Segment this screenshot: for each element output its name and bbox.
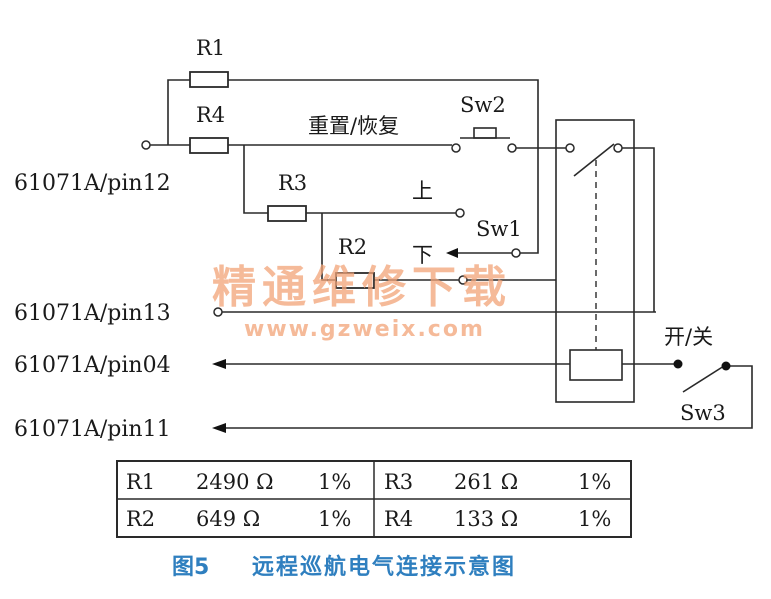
table-cell-value: 133 Ω <box>454 507 518 531</box>
nodes <box>141 140 731 371</box>
sw3-blade <box>682 365 725 393</box>
wire-pin11 <box>226 365 753 429</box>
relay-contact <box>573 143 615 177</box>
label-r2: R2 <box>338 235 367 259</box>
label-on-off: 开/关 <box>664 325 713 349</box>
wire-r1-left <box>167 79 190 145</box>
table-cell-tol: 1% <box>318 470 351 494</box>
node-sw3-left <box>673 359 683 369</box>
arrow-pin11 <box>212 423 226 433</box>
label-pin11: 61071A/pin11 <box>14 417 171 442</box>
label-r1: R1 <box>196 36 225 60</box>
table-cell-value: 261 Ω <box>454 470 518 494</box>
table-cell-tol: 1% <box>578 507 611 531</box>
table-cell-name: R2 <box>126 507 155 531</box>
node-down <box>458 275 468 285</box>
resistors <box>189 71 375 289</box>
label-pin13: 61071A/pin13 <box>14 301 171 326</box>
wire-r3-left <box>243 145 268 214</box>
node-sw1 <box>511 248 521 258</box>
table-cell-name: R4 <box>384 507 413 531</box>
label-sw2: Sw2 <box>460 93 506 117</box>
wire-r2-left <box>321 213 336 281</box>
watermark-title: 精通维修下载 <box>212 262 512 313</box>
node-relay-left <box>565 143 575 153</box>
relay-enclosure <box>555 119 635 403</box>
table-cell-tol: 1% <box>318 507 351 531</box>
label-r4: R4 <box>196 103 225 127</box>
wires <box>150 79 753 433</box>
node-pin13 <box>213 307 223 317</box>
wire-right-loop <box>622 147 655 312</box>
relay-coil <box>569 349 623 381</box>
watermark-url: www.gzweix.com <box>244 317 485 342</box>
label-reset-resume: 重置/恢复 <box>308 114 399 138</box>
labels: R1 R4 R3 R2 重置/恢复 Sw2 上 Sw1 下 开/关 Sw3 61… <box>14 36 726 442</box>
resistor-r2 <box>335 272 375 289</box>
node-relay-right <box>613 143 623 153</box>
caption-text: 远程巡航电气连接示意图 <box>252 554 516 580</box>
table-cell-tol: 1% <box>578 470 611 494</box>
table-cell-value: 2490 Ω <box>196 470 274 494</box>
node-sw3-right <box>721 361 731 371</box>
label-up: 上 <box>412 179 433 203</box>
caption-figure-number: 图5 <box>172 555 209 580</box>
resistor-table: R1 2490 Ω 1% R3 261 Ω 1% R2 649 Ω 1% R4 … <box>116 460 632 538</box>
node-sw2-left <box>451 143 461 153</box>
label-sw1: Sw1 <box>476 217 522 241</box>
label-pin04: 61071A/pin04 <box>14 353 171 378</box>
table-cell-name: R3 <box>384 470 413 494</box>
label-down: 下 <box>412 243 433 267</box>
node-up <box>455 208 465 218</box>
wire-r1-right <box>228 79 539 254</box>
node-sw2-right <box>507 143 517 153</box>
figure-caption: 图5 远程巡航电气连接示意图 <box>172 554 516 580</box>
node-pin12 <box>141 140 151 150</box>
resistor-r1 <box>189 71 229 88</box>
resistor-r3 <box>267 205 307 222</box>
label-sw3: Sw3 <box>680 401 726 425</box>
table-cell-value: 649 Ω <box>196 507 260 531</box>
table-cell-name: R1 <box>126 470 155 494</box>
label-r3: R3 <box>278 171 307 195</box>
arrow-down-left <box>446 248 458 258</box>
resistor-r4 <box>189 137 229 154</box>
sw2-cap <box>473 127 497 139</box>
label-pin12: 61071A/pin12 <box>14 171 171 196</box>
watermark: 精通维修下载 www.gzweix.com <box>212 262 512 342</box>
arrow-pin04 <box>212 359 226 369</box>
